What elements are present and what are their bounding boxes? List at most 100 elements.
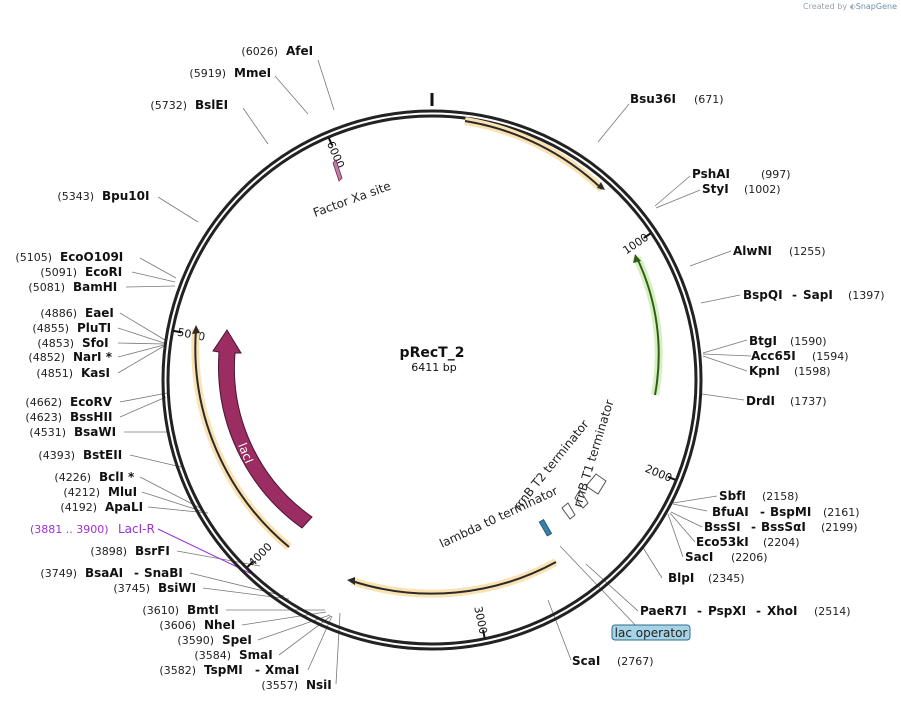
site-bmti[interactable]: BmtI: [187, 603, 219, 617]
plasmid-name: pRecT_2: [400, 345, 465, 361]
site-sbfi[interactable]: SbfI: [719, 489, 746, 503]
site-acc65i[interactable]: Acc65I: [751, 349, 796, 363]
feature-arc-bottom-line: [351, 561, 557, 595]
site-ecorv[interactable]: EcoRV: [70, 395, 113, 409]
lacI-arrow: [212, 329, 313, 529]
site-pos-eco53ki: (2204): [763, 536, 800, 549]
tick-label: 2000: [643, 462, 674, 485]
site-paer7i[interactable]: PaeR7I: [640, 604, 687, 618]
orange-arcs: [191, 117, 605, 598]
site-bsssi[interactable]: BssSI: [704, 520, 741, 534]
site-bamhi[interactable]: BamHI: [73, 280, 117, 294]
site-bspmi[interactable]: BspMI: [770, 505, 811, 519]
site-pos-bsiwi: (3745): [113, 582, 150, 595]
site-scai[interactable]: ScaI: [572, 654, 600, 668]
tick-label: 4000: [246, 540, 275, 569]
site-pos-drdi: (1737): [790, 395, 827, 408]
site-drdi[interactable]: DrdI: [746, 394, 775, 408]
site-pos-ecoo109i: (5105): [15, 251, 52, 264]
site-bsssai-sep: -: [751, 520, 756, 534]
site-pos-paer7i: (2514): [814, 605, 851, 618]
site-kpni[interactable]: KpnI: [749, 364, 780, 378]
site-bsrfi[interactable]: BsrFI: [135, 544, 170, 558]
tick-label: 1000: [621, 231, 651, 257]
site-saci[interactable]: SacI: [685, 550, 713, 564]
site-bsshii[interactable]: BssHII: [70, 410, 112, 424]
site-pos-acc65i: (1594): [812, 350, 849, 363]
tick-mark: [667, 475, 676, 481]
site-xhoi[interactable]: XhoI: [767, 604, 798, 618]
site-bslei[interactable]: BslEI: [195, 98, 228, 112]
site-snabi[interactable]: SnaBI: [144, 566, 183, 580]
site-nhei[interactable]: NheI: [204, 618, 235, 632]
site-apali[interactable]: ApaLI: [105, 500, 143, 514]
feature-arc-bottom-arrow: [347, 577, 355, 585]
site-spei[interactable]: SpeI: [222, 633, 252, 647]
site-pos-sbfi: (2158): [762, 490, 799, 503]
site-smai[interactable]: SmaI: [239, 648, 273, 662]
site-xmai[interactable]: XmaI: [265, 663, 299, 677]
site-pos-bsu36i: (671): [694, 93, 724, 106]
site-bsawi[interactable]: BsaWI: [74, 425, 116, 439]
site-mlui[interactable]: MluI: [108, 485, 137, 499]
site-bspqi[interactable]: BspQI: [743, 288, 783, 302]
site-ecoo109i[interactable]: EcoO109I: [60, 250, 123, 264]
site-pspxi[interactable]: PspXI: [708, 604, 746, 618]
site-pluti[interactable]: PluTI: [77, 321, 111, 335]
site-pos-bsawi: (4531): [29, 426, 66, 439]
site-pos-btgi: (1590): [790, 335, 827, 348]
factor-xa-label: Factor Xa site: [311, 179, 392, 220]
site-btgi[interactable]: BtgI: [749, 334, 777, 348]
site-bfuai[interactable]: BfuAI: [712, 505, 749, 519]
site-pos-ecori: (5091): [40, 266, 77, 279]
site-bsiwi[interactable]: BsiWI: [158, 581, 196, 595]
plasmid-length: 6411 bp: [411, 361, 456, 374]
site-pos-nsii: (3557): [261, 679, 298, 692]
site-ecori[interactable]: EcoRI: [85, 265, 122, 279]
site-bspmi-sep: -: [760, 505, 765, 519]
feature-arc-left-line: [194, 328, 290, 548]
snapgene-logo-icon: ⬖: [849, 2, 856, 11]
site-styi[interactable]: StyI: [702, 182, 729, 196]
credit-prefix: Created by: [803, 2, 848, 11]
site-mmei[interactable]: MmeI: [234, 66, 271, 80]
site-bcli[interactable]: BclI *: [99, 470, 135, 484]
site-xhoi-sep: -: [756, 604, 761, 618]
site-nari[interactable]: NarI *: [73, 350, 113, 364]
green-feature-arc: [633, 256, 663, 396]
factor-xa-marker: [332, 159, 343, 182]
lac-operator-callout[interactable]: lac operator: [611, 624, 691, 641]
site-sapi[interactable]: SapI: [803, 288, 833, 302]
site-tspmi[interactable]: TspMI: [204, 663, 243, 677]
site-sfoi[interactable]: SfoI: [82, 336, 109, 350]
site-pos-bfuai: (2161): [823, 506, 860, 519]
site-pos-bsteii: (4393): [38, 449, 75, 462]
site-afei[interactable]: AfeI: [286, 44, 313, 58]
site-bsssai[interactable]: BssSαI: [761, 520, 806, 534]
lac-operator-label[interactable]: lac operator: [615, 626, 688, 640]
site-blpi[interactable]: BlpI: [668, 571, 694, 585]
site-kasi[interactable]: KasI: [81, 366, 110, 380]
primer-name[interactable]: LacI-R: [118, 522, 155, 536]
backbone-outer: [161, 109, 703, 651]
site-bsteii[interactable]: BstEII: [83, 448, 122, 462]
site-bsaai[interactable]: BsaAI: [85, 566, 123, 580]
lac-operator-box[interactable]: [611, 624, 691, 641]
site-pos-pluti: (4855): [32, 322, 69, 335]
site-alwni[interactable]: AlwNI: [733, 244, 772, 258]
feature-arc-left-arrow: [192, 325, 200, 334]
site-pos-mlui: (4212): [63, 486, 100, 499]
site-pos-bsssi: (2199): [821, 521, 858, 534]
site-pspxi-sep: -: [697, 604, 702, 618]
lac-operator-marker: [538, 519, 553, 537]
site-eco53ki[interactable]: Eco53kI: [696, 535, 749, 549]
site-nsii[interactable]: NsiI: [306, 678, 332, 692]
site-bpu10i[interactable]: Bpu10I: [102, 189, 149, 203]
green-feature-arrow: [633, 254, 641, 263]
tick-mark: [173, 329, 182, 334]
site-bsu36i[interactable]: Bsu36I: [630, 92, 676, 106]
site-pshai[interactable]: PshAI: [692, 167, 730, 181]
site-pos-eaei: (4886): [40, 307, 77, 320]
site-eaei[interactable]: EaeI: [85, 306, 114, 320]
